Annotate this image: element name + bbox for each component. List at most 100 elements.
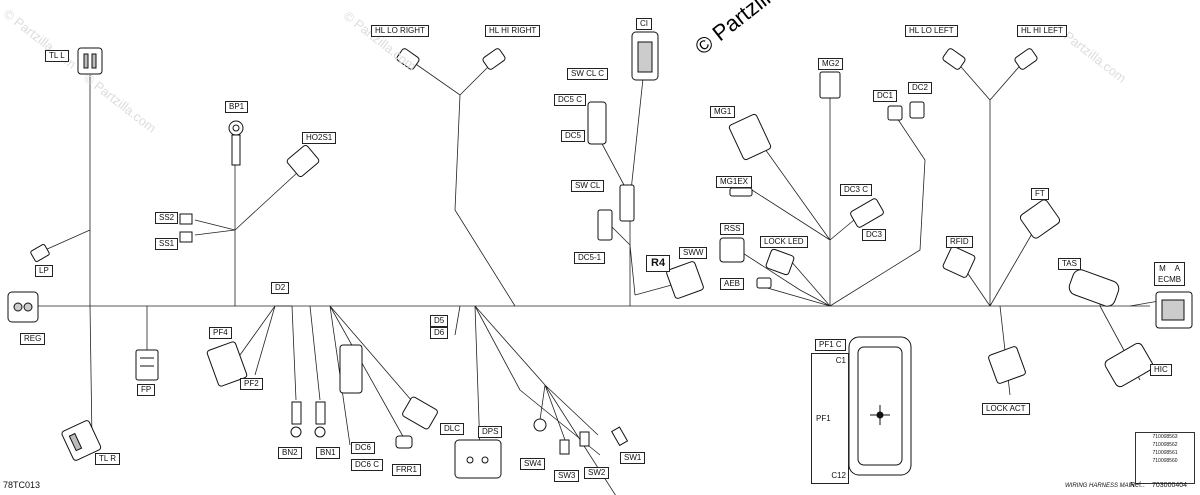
connector-dc2 bbox=[909, 101, 925, 119]
label-hl-hi-left: HL HI LEFT bbox=[1017, 25, 1067, 37]
connector-reg bbox=[7, 291, 39, 323]
label-dlc: DLC bbox=[440, 423, 465, 435]
diagram-code: 78TC013 bbox=[3, 480, 41, 490]
wire-d2-branch bbox=[239, 305, 419, 446]
label-mg2: MG2 bbox=[818, 58, 844, 70]
connector-tl-l bbox=[77, 47, 103, 75]
connector-hl-hi-right bbox=[482, 48, 506, 70]
connector-lock-act bbox=[988, 346, 1026, 384]
connector-hic bbox=[1104, 342, 1154, 388]
label-pf1: PF1 bbox=[816, 414, 831, 423]
label-dc6-c: DC6 C bbox=[351, 459, 384, 471]
connector-pf4 bbox=[206, 341, 248, 387]
connector-fp bbox=[135, 349, 159, 381]
footer-title: WIRING HARNESS MAIN bbox=[1065, 483, 1135, 489]
label-frr1: FRR1 bbox=[392, 464, 421, 476]
connector-tl-r bbox=[61, 420, 102, 461]
label-hl-hi-right: HL HI RIGHT bbox=[485, 25, 541, 37]
footer-ref-value: 703000404 bbox=[1152, 482, 1188, 489]
connector-mg1ex bbox=[729, 187, 753, 197]
connector-ft bbox=[1019, 199, 1061, 239]
connector-sww bbox=[666, 261, 704, 299]
connector-dc1 bbox=[887, 105, 903, 121]
label-bp1: BP1 bbox=[225, 101, 249, 113]
label-c1: C1 bbox=[835, 356, 846, 365]
label-ecmb-name: ECMB bbox=[1158, 275, 1182, 284]
connector-sw-cl bbox=[619, 184, 635, 222]
wire-hl-right bbox=[409, 59, 516, 307]
label-pf4: PF4 bbox=[209, 327, 232, 339]
label-d5: D5 bbox=[430, 315, 449, 327]
label-dc2: DC2 bbox=[908, 82, 933, 94]
label-mg1ex: MG1EX bbox=[716, 176, 753, 188]
label-dc6: DC6 bbox=[351, 442, 376, 454]
label-pf2: PF2 bbox=[240, 378, 263, 390]
label-aeb: AEB bbox=[720, 278, 745, 290]
connector-ho2s1 bbox=[286, 144, 320, 178]
label-sw-cl-c: SW CL C bbox=[567, 68, 609, 80]
label-sw3: SW3 bbox=[554, 470, 580, 482]
label-ecmb: M A ECMB bbox=[1154, 262, 1186, 286]
label-ci: CI bbox=[636, 18, 652, 30]
connector-sw1 bbox=[610, 426, 629, 447]
connector-ss1 bbox=[179, 231, 193, 243]
label-c12: C12 bbox=[831, 471, 846, 480]
wire-lp bbox=[44, 229, 91, 251]
connector-rss bbox=[719, 237, 745, 263]
fuse-box-pf1 bbox=[848, 336, 912, 476]
wire-ho2s1 bbox=[234, 171, 299, 231]
label-bn1: BN1 bbox=[316, 447, 340, 459]
label-ho2s1: HO2S1 bbox=[302, 132, 337, 144]
connector-dc5 bbox=[587, 101, 607, 145]
label-hl-lo-right: HL LO RIGHT bbox=[371, 25, 429, 37]
label-rfid: RFID bbox=[946, 236, 973, 248]
label-d2: D2 bbox=[271, 282, 290, 294]
reference-box: 710008563 710008562 710008561 710008560 bbox=[1135, 432, 1195, 484]
connector-dps bbox=[454, 439, 502, 479]
label-ecmb-m: M bbox=[1159, 264, 1166, 273]
label-r4: R4 bbox=[646, 255, 671, 272]
connector-rfid bbox=[942, 246, 976, 278]
connector-lp bbox=[30, 244, 50, 262]
label-sww: SWW bbox=[679, 247, 708, 259]
connector-frr1 bbox=[395, 435, 413, 449]
footer-ref-label: Ref.: bbox=[1130, 482, 1145, 489]
connector-bn1 bbox=[314, 401, 326, 438]
ref-part-2: 710008562 bbox=[1152, 442, 1178, 448]
label-d6: D6 bbox=[430, 327, 449, 339]
connector-sw2 bbox=[579, 431, 590, 447]
label-ecmb-a: A bbox=[1174, 264, 1181, 273]
label-tl-r: TL R bbox=[95, 453, 121, 465]
label-sw1: SW1 bbox=[620, 452, 646, 464]
connector-hl-lo-left bbox=[942, 48, 966, 70]
connector-mg1 bbox=[728, 113, 772, 161]
connector-dc3 bbox=[850, 198, 884, 228]
connector-dlc bbox=[402, 396, 438, 430]
connector-lock-led bbox=[765, 248, 795, 276]
label-sw2: SW2 bbox=[584, 467, 610, 479]
label-fp: FP bbox=[137, 384, 156, 396]
connector-aeb bbox=[756, 277, 772, 289]
label-lock-act: LOCK ACT bbox=[982, 403, 1030, 415]
label-bn2: BN2 bbox=[278, 447, 302, 459]
ref-part-3: 710008561 bbox=[1152, 450, 1178, 456]
connector-bp1 bbox=[228, 120, 244, 166]
ref-part-4: 710008560 bbox=[1152, 458, 1178, 464]
label-ft: FT bbox=[1031, 188, 1049, 200]
connector-tas bbox=[1068, 269, 1120, 307]
label-pf1-c: PF1 C bbox=[815, 339, 846, 351]
label-ss1: SS1 bbox=[155, 238, 179, 250]
label-lock-led: LOCK LED bbox=[760, 236, 808, 248]
wire-ss bbox=[194, 219, 236, 236]
label-reg: REG bbox=[20, 333, 46, 345]
label-sw4: SW4 bbox=[520, 458, 546, 470]
label-dc5-1: DC5-1 bbox=[574, 252, 606, 264]
label-dc5-c: DC5 C bbox=[554, 94, 587, 106]
label-tas: TAS bbox=[1058, 258, 1081, 270]
label-ss2: SS2 bbox=[155, 212, 179, 224]
label-dps: DPS bbox=[478, 426, 503, 438]
label-dc5: DC5 bbox=[561, 130, 586, 142]
wire-hl-left bbox=[954, 59, 1041, 396]
label-hl-lo-left: HL LO LEFT bbox=[905, 25, 958, 37]
